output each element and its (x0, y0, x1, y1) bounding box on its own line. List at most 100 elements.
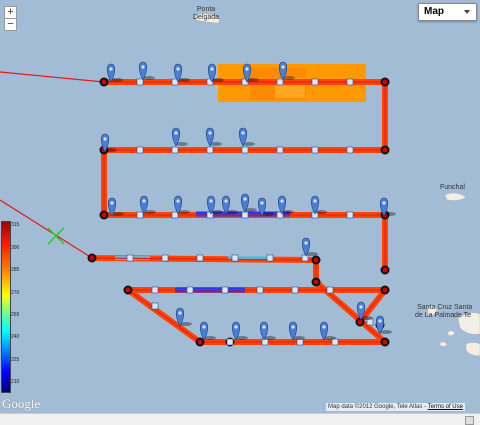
pin-shadow (143, 76, 155, 80)
leg-marker-box[interactable] (171, 146, 179, 154)
map-pin-dot (359, 305, 363, 309)
leg-marker-box[interactable] (311, 78, 319, 86)
map-pin-icon[interactable] (379, 197, 389, 217)
pin-shadow (324, 336, 336, 340)
map-pin-dot (174, 131, 178, 135)
map-pin-icon[interactable] (319, 321, 329, 341)
attribution-text: Map data ©2012 Google, Tele Atlas - (328, 404, 428, 410)
leg-marker-box[interactable] (311, 146, 319, 154)
leg-marker-box[interactable] (276, 211, 284, 219)
leg-marker-box[interactable] (291, 286, 299, 294)
land-la-palma (427, 305, 438, 316)
map-pin-icon[interactable] (238, 127, 248, 147)
leg-marker-box[interactable] (186, 286, 194, 294)
leg-marker-box[interactable] (366, 318, 374, 326)
map-pin-dot (322, 325, 326, 329)
map-pin-dot (141, 65, 145, 69)
map-pin-dot (243, 197, 247, 201)
terms-of-use-link[interactable]: Terms of Use (427, 404, 463, 410)
waypoint-node-center (197, 339, 203, 345)
leg-marker-box[interactable] (151, 302, 159, 310)
map-pin-icon[interactable] (231, 321, 241, 341)
zoom-out-button[interactable]: − (4, 18, 17, 31)
map-pin-icon[interactable] (138, 61, 148, 81)
leg-marker-box[interactable] (226, 338, 234, 346)
leg-marker-box[interactable] (331, 338, 339, 346)
place-santa-partial: Santa de Te (454, 304, 473, 319)
waypoint-node-center (382, 267, 388, 273)
leg-marker-box[interactable] (326, 286, 334, 294)
map-pin-icon[interactable] (173, 63, 183, 83)
pin-shadow (306, 252, 318, 256)
map-pin-icon[interactable] (139, 195, 149, 215)
land-gran-canaria (465, 342, 480, 357)
legend-tick: 240 (11, 334, 20, 340)
leg-marker-box[interactable] (346, 146, 354, 154)
map-pin-icon[interactable] (242, 63, 252, 83)
leg-marker-box[interactable] (136, 78, 144, 86)
map-pin-icon[interactable] (288, 321, 298, 341)
map-pin-icon[interactable] (277, 195, 287, 215)
leg-marker-box[interactable] (241, 211, 249, 219)
map-pin-icon[interactable] (205, 127, 215, 147)
map-pin-icon[interactable] (278, 61, 288, 81)
leg-marker-box[interactable] (206, 78, 214, 86)
map-pin-icon[interactable] (240, 193, 250, 213)
map-pin-icon[interactable] (100, 133, 110, 153)
map-pin-icon[interactable] (356, 301, 366, 321)
leg-marker-box[interactable] (346, 78, 354, 86)
leg-marker-box[interactable] (171, 211, 179, 219)
map-pin-dot (202, 325, 206, 329)
map-pin-icon[interactable] (207, 63, 217, 83)
leg-marker-box[interactable] (151, 286, 159, 294)
leg-marker-box[interactable] (196, 254, 204, 262)
leg-marker-box[interactable] (241, 78, 249, 86)
map-pin-icon[interactable] (257, 197, 267, 217)
map-pin-icon[interactable] (199, 321, 209, 341)
map-type-select[interactable]: Map (418, 3, 477, 21)
map-pin-dot (208, 131, 212, 135)
color-scale-bar (1, 221, 11, 393)
map-pin-dot (110, 201, 114, 205)
map-pin-dot (280, 199, 284, 203)
leg-marker-box[interactable] (276, 78, 284, 86)
map-pin-icon[interactable] (221, 195, 231, 215)
pin-shadow (262, 212, 274, 216)
leg-marker-box[interactable] (261, 338, 269, 346)
leg-marker-box[interactable] (206, 146, 214, 154)
legend-tick: 285 (11, 267, 20, 273)
map-pin-icon[interactable] (107, 197, 117, 217)
legend-tick: 270 (11, 290, 20, 296)
leg-marker-box[interactable] (231, 254, 239, 262)
leg-marker-box[interactable] (301, 254, 309, 262)
waypoint-node-center (125, 287, 131, 293)
resize-handle-icon[interactable] (465, 416, 474, 425)
leg-marker-box[interactable] (136, 146, 144, 154)
leg-marker-box[interactable] (136, 211, 144, 219)
map-pin-dot (109, 67, 113, 71)
leg-marker-box[interactable] (126, 254, 134, 262)
leg-marker-box[interactable] (241, 146, 249, 154)
map-pin-icon[interactable] (171, 127, 181, 147)
leg-marker-box[interactable] (256, 286, 264, 294)
map-pin-icon[interactable] (175, 307, 185, 327)
map-pin-icon[interactable] (259, 321, 269, 341)
pin-shadow (380, 330, 392, 334)
leg-marker-box[interactable] (161, 254, 169, 262)
map-pin-icon[interactable] (173, 195, 183, 215)
legend-tick: 225 (11, 357, 20, 363)
map-pin-icon[interactable] (310, 195, 320, 215)
map-pin-dot (291, 325, 295, 329)
map-pin-icon[interactable] (301, 237, 311, 257)
map-pin-icon[interactable] (375, 315, 385, 335)
leg-marker-box[interactable] (221, 286, 229, 294)
leg-marker-box[interactable] (266, 254, 274, 262)
leg-marker-box[interactable] (346, 211, 354, 219)
leg-marker-box[interactable] (276, 146, 284, 154)
map-pin-icon[interactable] (106, 63, 116, 83)
leg-marker-box[interactable] (296, 338, 304, 346)
map-pin-icon[interactable] (206, 195, 216, 215)
zoom-in-button[interactable]: + (4, 6, 17, 19)
